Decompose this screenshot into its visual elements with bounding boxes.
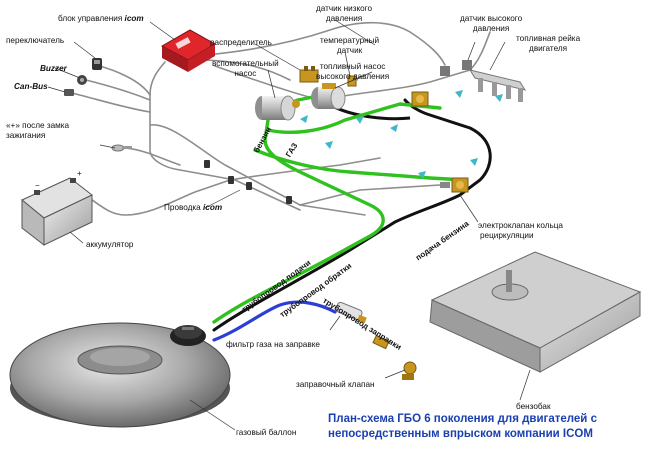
label-petrol-tank: бензобак bbox=[516, 402, 551, 411]
fuel-rail-line-2: двигателя bbox=[529, 44, 568, 53]
low-pressure-line-1: датчик низкого bbox=[316, 4, 373, 13]
wire-connectors bbox=[204, 160, 292, 204]
label-ignition: «+» после замка зажигания bbox=[6, 121, 69, 141]
wiring-brand: icom bbox=[203, 203, 223, 212]
fill-fitting bbox=[372, 334, 390, 350]
label-buzzer: Buzzer bbox=[40, 64, 67, 74]
diagram-title: План-схема ГБО 6 поколения для двигателе… bbox=[328, 412, 648, 442]
aux-pump-line-2: насос bbox=[234, 69, 257, 78]
canbus-text: Can-Bus bbox=[14, 82, 48, 91]
label-wiring: Проводка icom bbox=[164, 203, 222, 213]
label-temp-sensor: температурный датчик bbox=[320, 36, 379, 56]
label-fill-valve: заправочный клапан bbox=[296, 380, 375, 389]
title-line-2: непосредственным впрыском компании ICOM bbox=[328, 428, 593, 440]
solenoid-line-1: электроклапан кольца bbox=[478, 221, 563, 230]
buzzer-text: Buzzer bbox=[40, 64, 67, 73]
hp-pump-line-1: топливный насос bbox=[319, 62, 386, 71]
ignition-key bbox=[111, 144, 132, 152]
label-gas-tank: газовый баллон bbox=[236, 428, 297, 437]
label-distributor: распределитель bbox=[210, 38, 272, 47]
fill-line bbox=[212, 300, 337, 342]
aux-pump bbox=[255, 95, 300, 121]
canbus-connector bbox=[64, 89, 74, 96]
leader-lines bbox=[47, 19, 531, 431]
fuel-rail-line-1: топливная рейка bbox=[516, 34, 581, 43]
fuel-rail bbox=[468, 69, 527, 102]
wiring-text: Проводка bbox=[164, 203, 201, 212]
label-canbus: Can-Bus bbox=[14, 82, 48, 92]
label-switch: переключатель bbox=[6, 36, 65, 45]
distributor bbox=[299, 66, 319, 83]
solenoid-line-2: рециркуляции bbox=[480, 231, 534, 240]
high-pressure-line-1: датчик высокого bbox=[460, 14, 523, 23]
recirc-solenoid bbox=[440, 177, 469, 193]
low-pressure-line-2: давления bbox=[325, 14, 363, 23]
hp-pump-line-2: высокого давления bbox=[316, 72, 390, 81]
switch-device bbox=[92, 58, 102, 70]
svg-text:+: + bbox=[77, 169, 82, 178]
return-line bbox=[212, 98, 492, 332]
gas-filter bbox=[335, 301, 367, 324]
title-line-1: План-схема ГБО 6 поколения для двигателе… bbox=[328, 413, 597, 425]
battery: − + bbox=[21, 169, 93, 247]
svg-text:−: − bbox=[35, 181, 40, 190]
ignition-line-2: зажигания bbox=[6, 131, 46, 140]
flow-arrows bbox=[300, 90, 503, 179]
label-control-unit: блок управления icom bbox=[58, 14, 144, 24]
aux-pump-line-1: вспомогательный bbox=[212, 59, 279, 68]
buzzer-device bbox=[77, 75, 87, 85]
label-battery: аккумулятор bbox=[86, 240, 134, 249]
engine-valve-group bbox=[411, 60, 472, 107]
petrol-tank bbox=[429, 251, 642, 373]
label-low-pressure: датчик низкого давления bbox=[316, 4, 372, 24]
gas-tank-multivalve bbox=[170, 325, 206, 346]
label-aux-pump: вспомогательный насос bbox=[212, 59, 279, 79]
temp-sensor-line-2: датчик bbox=[336, 46, 363, 55]
high-pressure-line-2: давления bbox=[472, 24, 510, 33]
fill-valve bbox=[402, 361, 417, 380]
gas-tank bbox=[9, 322, 231, 428]
temp-sensor-line-1: температурный bbox=[320, 36, 380, 45]
control-unit-brand: icom bbox=[124, 14, 144, 23]
label-hp-pump: топливный насос высокого давления bbox=[316, 62, 389, 82]
label-fuel-rail: топливная рейка двигателя bbox=[516, 34, 580, 54]
label-gas-filter: фильтр газа на заправке bbox=[226, 340, 320, 349]
wiring-harness bbox=[71, 21, 491, 216]
label-high-pressure: датчик высокого давления bbox=[460, 14, 522, 34]
ignition-line-1: «+» после замка bbox=[6, 121, 70, 130]
label-solenoid: электроклапан кольца рециркуляции bbox=[478, 221, 563, 241]
control-unit-text: блок управления bbox=[58, 14, 123, 23]
ecu-unit bbox=[160, 29, 217, 72]
hp-pump bbox=[311, 83, 346, 110]
